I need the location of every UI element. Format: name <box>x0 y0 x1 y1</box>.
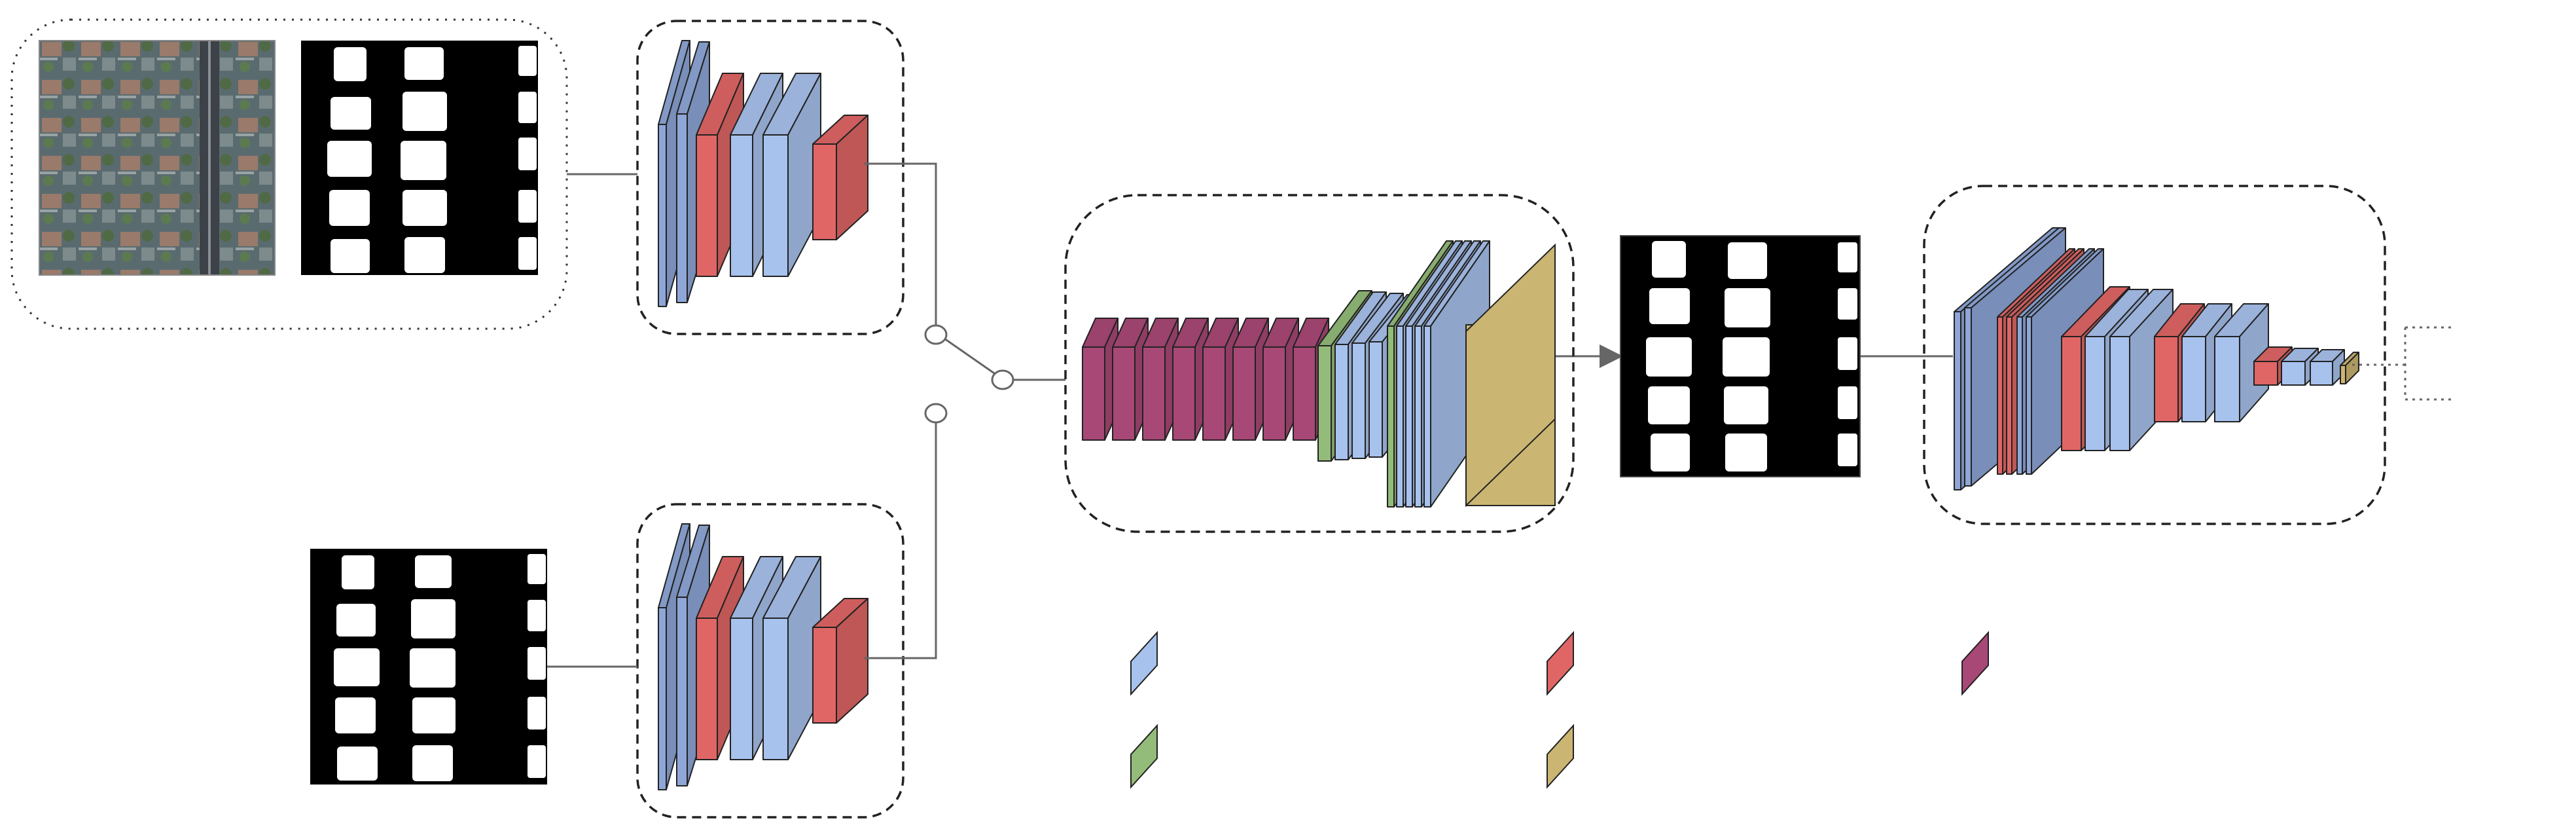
pool-slab <box>812 598 868 724</box>
conv-slab <box>762 73 821 277</box>
mask-image-bottom <box>310 549 547 785</box>
pool-slab <box>812 115 868 240</box>
output-mask <box>1620 235 1861 477</box>
output-slab <box>2340 352 2359 384</box>
conv-slab <box>2181 303 2232 422</box>
switch-node-top[interactable] <box>924 324 948 345</box>
legend-swatch-green <box>1130 724 1158 789</box>
discriminator-blocks <box>1954 227 2359 490</box>
switch-node-output[interactable] <box>991 369 1014 390</box>
legend-swatch-red <box>1547 631 1574 696</box>
encoder-top <box>636 20 904 335</box>
legend-swatch-magenta <box>1961 631 1989 696</box>
output-slab-face <box>1465 243 1556 508</box>
legend <box>1130 631 1989 789</box>
discriminator <box>1923 185 2452 525</box>
conv-slab <box>2281 348 2319 386</box>
switch-node-bottom[interactable] <box>924 403 948 424</box>
switch[interactable] <box>924 324 1014 424</box>
encoder-top-blocks <box>658 40 868 307</box>
decoder <box>1064 194 1575 533</box>
upsample-slab <box>1202 318 1239 441</box>
legend-swatch-blue <box>1130 631 1158 696</box>
encoder-bottom <box>636 503 904 819</box>
decoder-blocks <box>1082 240 1556 508</box>
legend-swatch-gold <box>1547 724 1574 789</box>
encoder-bottom-blocks <box>658 523 868 790</box>
input-group-top <box>10 18 568 330</box>
connector-lines <box>547 162 1953 668</box>
mask-image-top <box>301 41 538 275</box>
aerial-image <box>39 40 276 276</box>
input-group-border <box>10 18 568 330</box>
